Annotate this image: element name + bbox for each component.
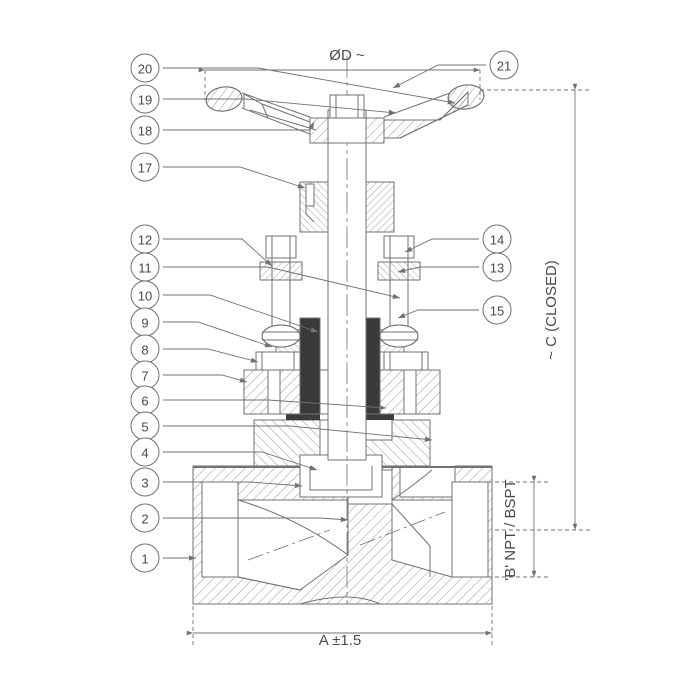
dimension-label-port-b: 'B' NPT / BSPT [502,479,519,580]
balloon-number-3: 3 [141,476,148,491]
bonnet-stud-bolts [259,235,421,348]
balloon-leader-13 [397,266,479,274]
balloon-21[interactable]: 21 [489,50,519,80]
handwheel-hub [309,94,385,144]
balloon-3[interactable]: 3 [130,467,160,497]
balloon-leader-18 [163,121,315,131]
balloon-leader-19 [163,98,397,116]
balloon-number-18: 18 [138,124,152,139]
balloon-circle-19 [130,84,160,114]
balloon-leader-17 [163,166,306,189]
balloon-20[interactable]: 20 [130,53,160,83]
balloon-13[interactable]: 13 [482,252,512,282]
balloon-circle-2 [130,503,160,533]
dimension-label-height-c: ~ C (CLOSED) [543,260,560,360]
balloon-number-19: 19 [138,93,152,108]
balloon-leader-9 [163,321,273,348]
balloon-leader-lines [163,64,486,561]
balloon-leader-8 [163,348,259,363]
balloon-number-1: 1 [141,552,148,567]
dimension-height-c [480,83,590,531]
balloon-leader-3 [163,481,303,489]
balloon-8[interactable]: 8 [130,334,160,364]
dimension-length-a [186,606,493,645]
balloon-circle-18 [130,115,160,145]
balloon-number-9: 9 [141,316,148,331]
balloon-number-6: 6 [141,394,148,409]
balloon-7[interactable]: 7 [130,360,160,390]
balloon-leader-2 [163,516,349,523]
balloon-19[interactable]: 19 [130,84,160,114]
balloon-leader-7 [163,374,248,383]
balloon-leader-11 [163,266,401,299]
balloon-circle-1 [130,543,160,573]
balloon-circle-21 [489,50,519,80]
balloon-number-7: 7 [141,369,148,384]
balloon-18[interactable]: 18 [130,115,160,145]
balloon-15[interactable]: 15 [482,295,512,325]
balloon-circle-4 [130,437,160,467]
balloon-leader-21 [392,64,486,89]
balloon-12[interactable]: 12 [130,224,160,254]
balloon-6[interactable]: 6 [130,385,160,415]
balloon-leader-20 [163,67,456,105]
balloon-circle-17 [130,152,160,182]
balloon-leader-5 [163,425,433,442]
balloon-number-14: 14 [490,233,504,248]
balloon-leader-12 [163,238,273,267]
dimension-port-b [488,475,548,578]
valve-stem [327,56,367,604]
balloon-circle-13 [482,252,512,282]
valve-body [192,465,493,605]
balloon-4[interactable]: 4 [130,437,160,467]
dimension-label-length-a: A ±1.5 [319,632,361,649]
dimension-diameter-d [198,67,481,100]
balloon-number-11: 11 [138,261,152,276]
balloon-number-12: 12 [138,233,152,248]
balloon-5[interactable]: 5 [130,411,160,441]
balloon-2[interactable]: 2 [130,503,160,533]
balloon-10[interactable]: 10 [130,280,160,310]
balloon-leader-14 [404,238,479,253]
dimension-label-diameter-d: ØD ~ [329,47,365,64]
balloon-number-13: 13 [490,261,504,276]
balloon-number-8: 8 [141,343,148,358]
balloon-circle-3 [130,467,160,497]
balloon-circle-20 [130,53,160,83]
balloon-number-2: 2 [141,512,148,527]
balloon-number-20: 20 [138,62,152,77]
balloon-leader-15 [397,309,479,319]
balloon-leader-4 [163,451,318,471]
balloon-number-5: 5 [141,420,148,435]
balloon-1[interactable]: 1 [130,543,160,573]
balloon-17[interactable]: 17 [130,152,160,182]
balloon-leader-6 [163,399,387,411]
balloon-leader-10 [163,294,319,333]
balloon-number-10: 10 [138,289,152,304]
balloon-9[interactable]: 9 [130,307,160,337]
balloon-14[interactable]: 14 [482,224,512,254]
balloon-11[interactable]: 11 [130,252,160,282]
balloon-number-21: 21 [497,59,511,74]
balloon-circle-15 [482,295,512,325]
balloon-number-17: 17 [138,161,152,176]
balloon-number-15: 15 [490,304,504,319]
balloon-number-4: 4 [141,446,148,461]
